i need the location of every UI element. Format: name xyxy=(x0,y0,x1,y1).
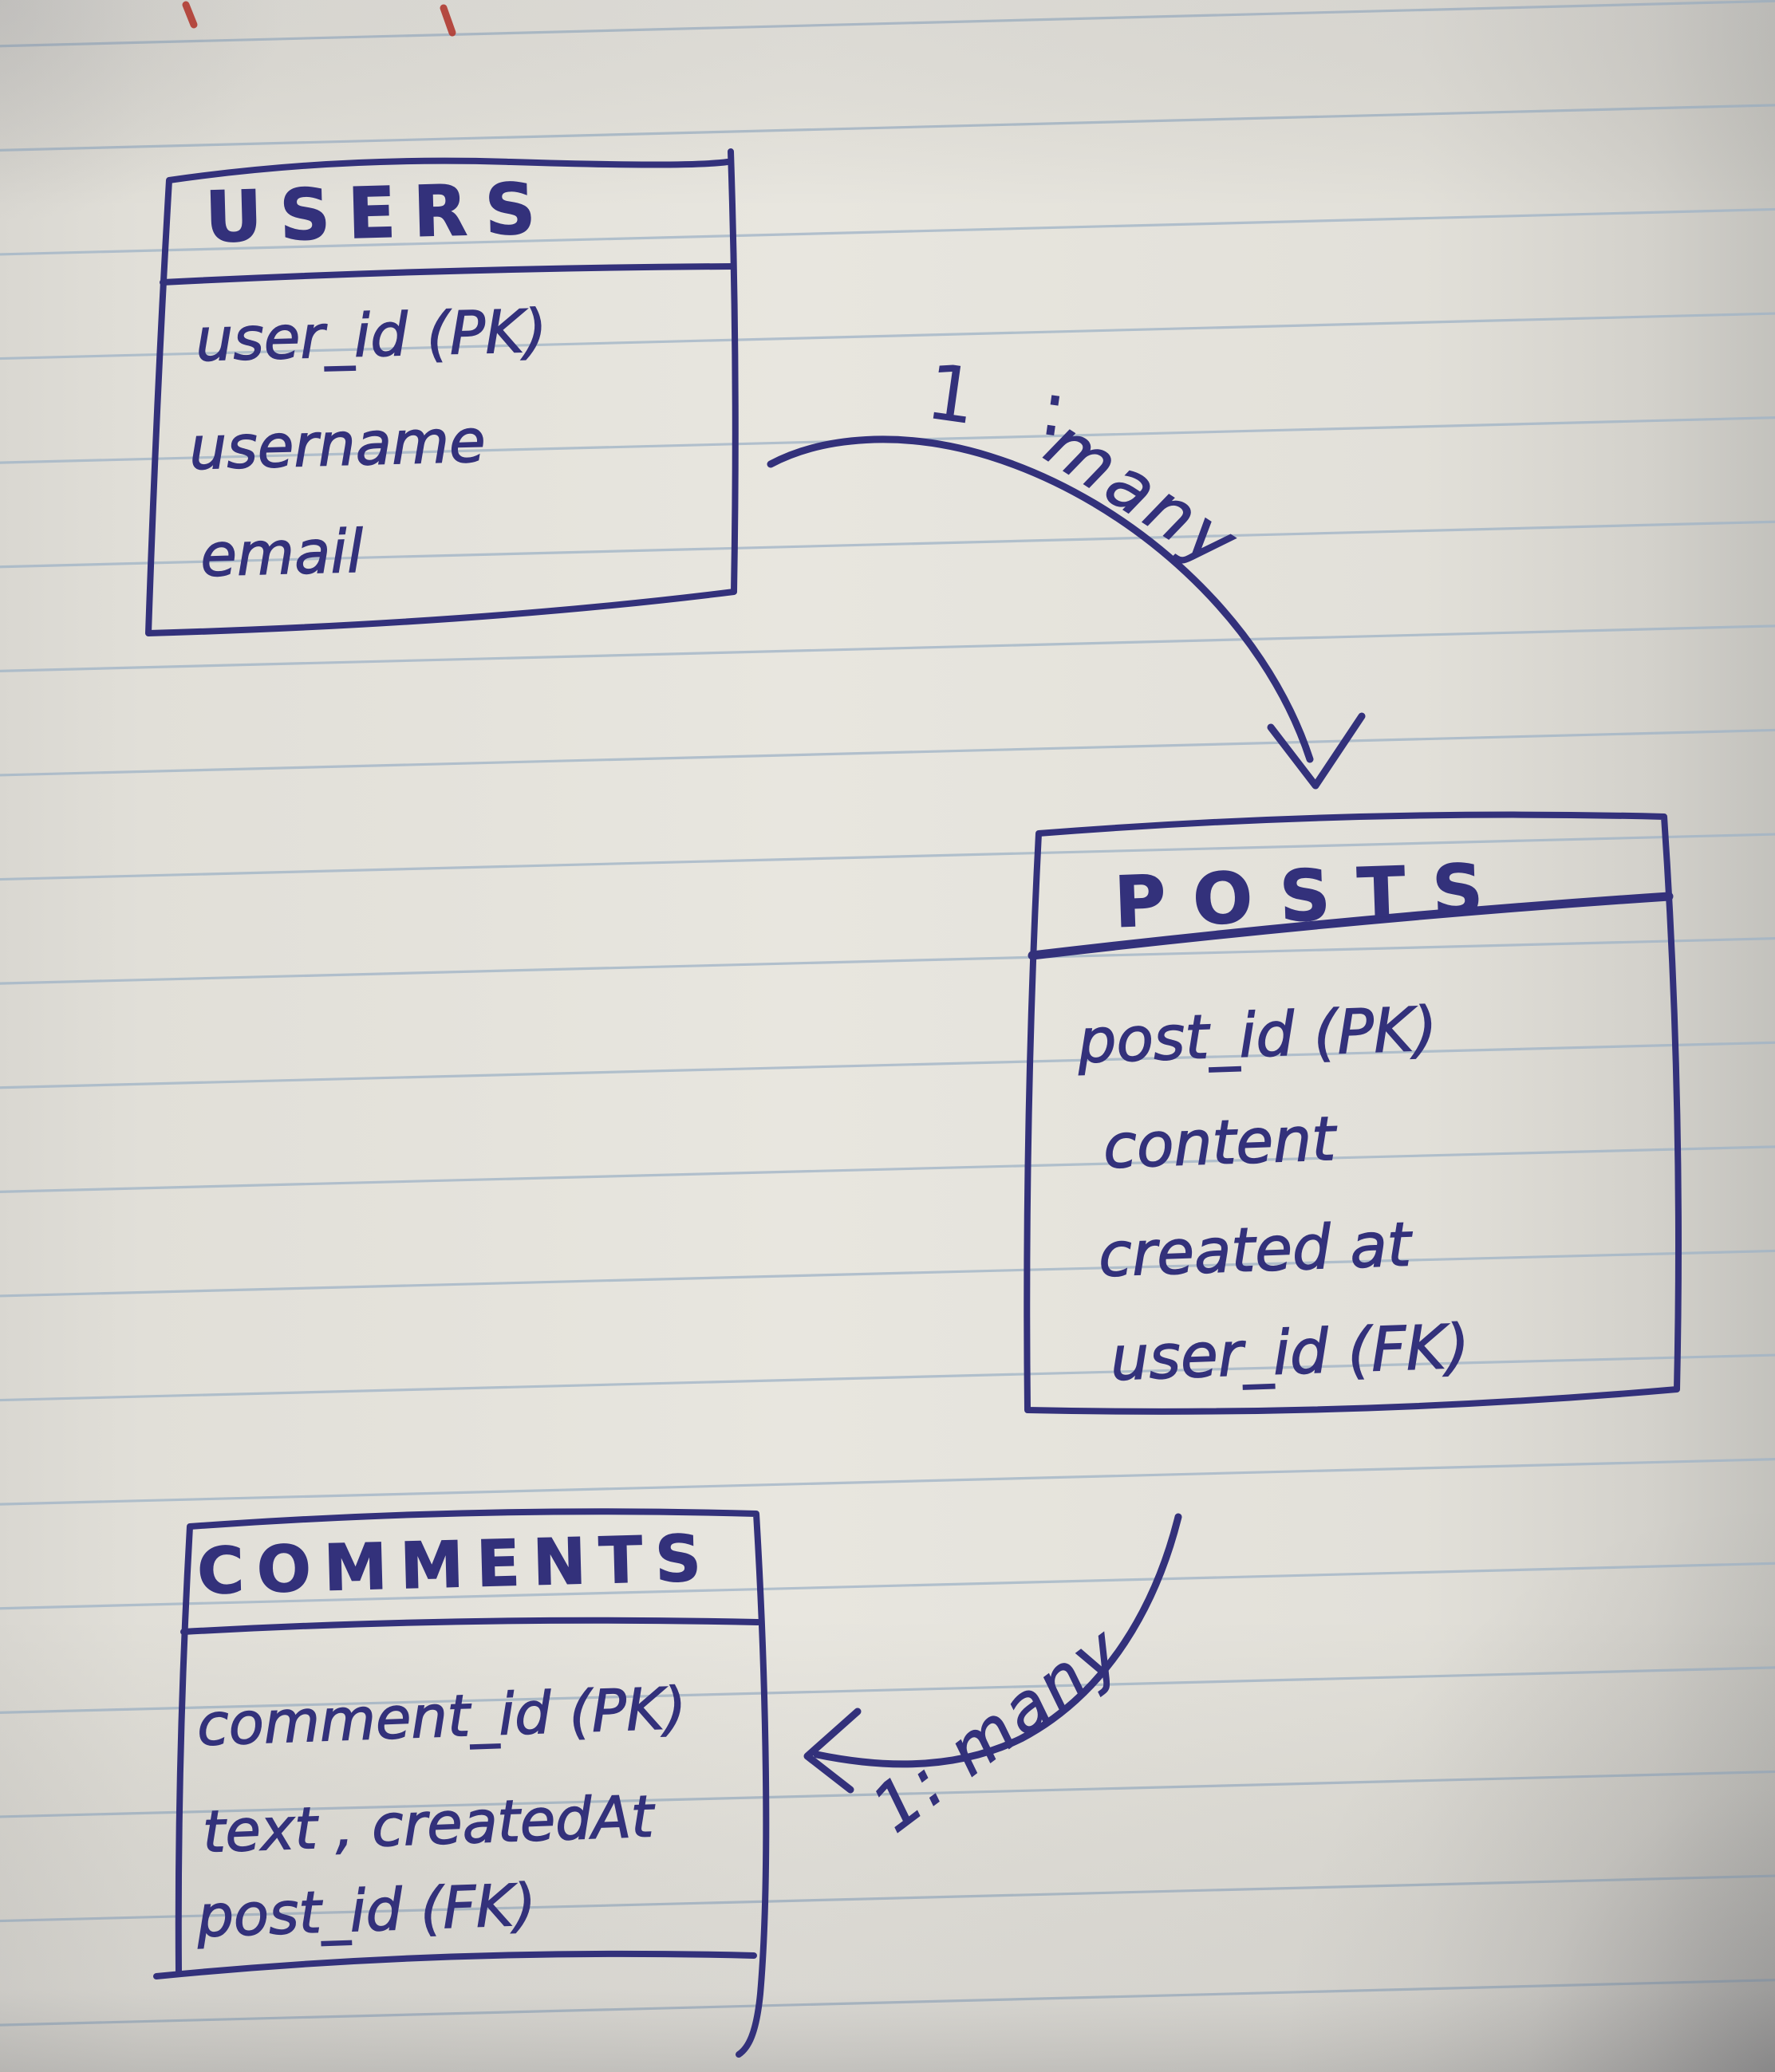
corner-shadow xyxy=(878,1037,1775,2072)
arrowhead-down-icon xyxy=(1267,712,1366,790)
table-users-header-divider xyxy=(160,263,736,286)
arrow-users-posts xyxy=(767,435,1314,763)
table-posts-header-divider xyxy=(1028,892,1674,960)
arrow-posts-comments xyxy=(813,1513,1182,1768)
table-posts-border xyxy=(1024,811,1682,1415)
table-posts-title: POSTS xyxy=(1113,848,1511,943)
table-users: USERS user_id (PK) username email xyxy=(145,148,739,636)
table-posts-field: user_id (FK) xyxy=(1110,1310,1471,1394)
table-posts: POSTS post_id (PK) content created at us… xyxy=(1024,811,1682,1415)
red-ink-mark xyxy=(440,4,456,37)
table-users-field: user_id (PK) xyxy=(195,297,547,374)
table-posts-field: post_id (PK) xyxy=(1076,993,1438,1077)
table-users-border xyxy=(145,148,739,636)
red-ink-mark xyxy=(182,1,198,29)
relationship-label-cardinality: 1 : xyxy=(921,347,1094,458)
arrowhead-left-icon xyxy=(803,1708,862,1794)
table-posts-field: content xyxy=(1102,1103,1339,1182)
table-users-title: USERS xyxy=(204,167,554,258)
table-comments-field: post_id (FK) xyxy=(195,1871,538,1950)
table-users-field: email xyxy=(199,518,365,590)
table-comments-title: COMMENTS xyxy=(196,1521,715,1609)
table-posts-field: created at xyxy=(1098,1208,1415,1290)
corner-shadow-top xyxy=(0,0,718,558)
table-users-field: username xyxy=(188,407,486,483)
table-comments-header-divider xyxy=(180,1617,761,1635)
table-comments-border xyxy=(153,1508,770,2058)
table-comments-field: text , createdAt xyxy=(202,1782,657,1865)
